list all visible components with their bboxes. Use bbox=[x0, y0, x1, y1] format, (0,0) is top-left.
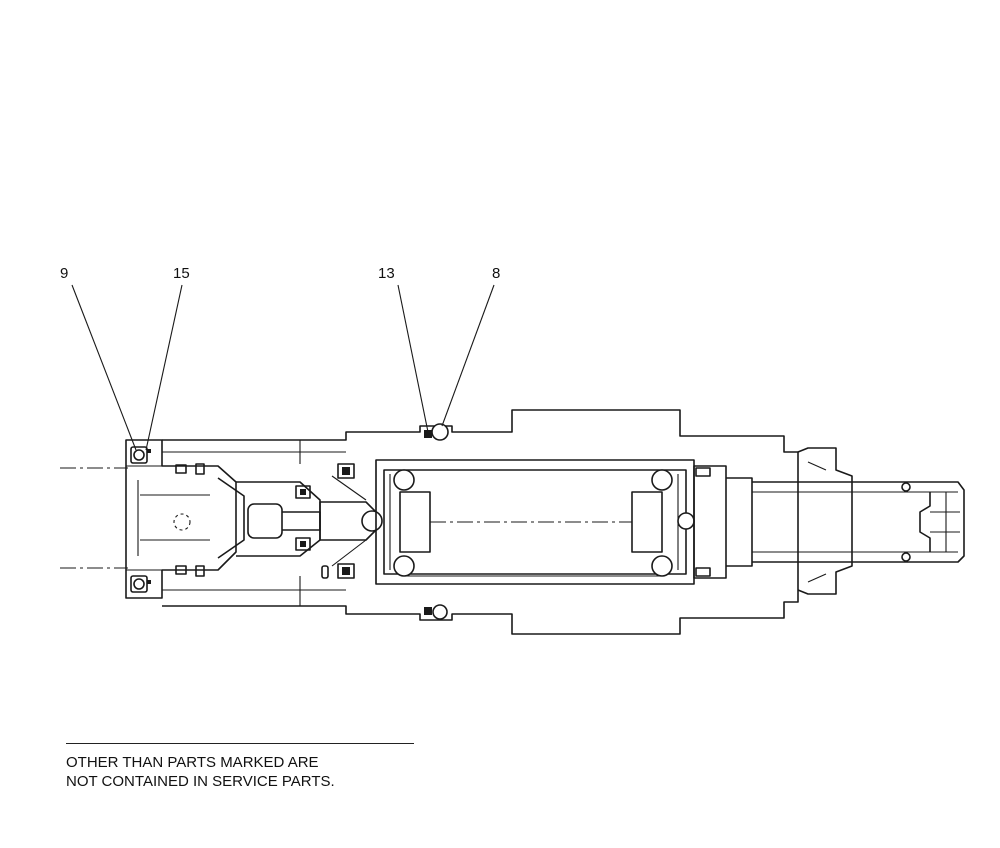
spring-chamber bbox=[375, 459, 695, 585]
left-plug bbox=[125, 439, 237, 599]
note-line-2: NOT CONTAINED IN SERVICE PARTS. bbox=[66, 773, 335, 790]
callout-part-13: 13 bbox=[378, 265, 395, 282]
note-divider bbox=[66, 743, 414, 744]
callout-part-8: 8 bbox=[492, 265, 501, 282]
callout-part-9: 9 bbox=[60, 265, 69, 282]
poppet-assembly bbox=[217, 475, 383, 567]
adjuster-body bbox=[693, 447, 965, 595]
plug-seals bbox=[130, 446, 151, 593]
bore-seals bbox=[175, 463, 355, 579]
service-parts-note: OTHER THAN PARTS MARKED ARE NOT CONTAINE… bbox=[66, 753, 335, 791]
leader-lines bbox=[71, 284, 495, 451]
inlet-lines bbox=[60, 467, 128, 569]
note-line-1: OTHER THAN PARTS MARKED ARE bbox=[66, 754, 319, 771]
callout-part-15: 15 bbox=[173, 265, 190, 282]
shoulder-seals bbox=[424, 423, 449, 620]
